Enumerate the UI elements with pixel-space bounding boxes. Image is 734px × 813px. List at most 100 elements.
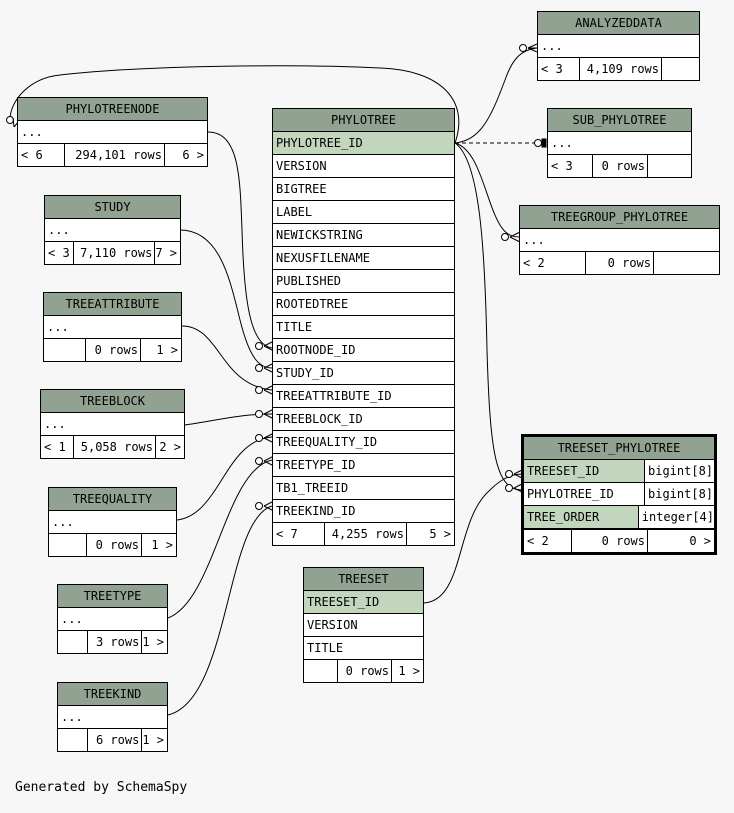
column[interactable]: TREEQUALITY_ID <box>273 431 454 454</box>
row-count: 0 rows <box>86 339 141 361</box>
table-footer: 0 rows 1 > <box>44 339 181 361</box>
children-link[interactable]: 0 > <box>689 534 711 548</box>
parents-link[interactable]: < 1 <box>41 436 74 458</box>
table-title[interactable]: TREESET <box>304 568 423 591</box>
children-link[interactable]: 1 > <box>142 635 164 649</box>
edge-study <box>179 229 273 369</box>
parents-link[interactable] <box>58 631 88 653</box>
edge-treeattribute <box>181 325 273 391</box>
table-title[interactable]: TREEKIND <box>58 683 167 706</box>
parents-link[interactable]: < 2 <box>524 530 572 552</box>
table-title[interactable]: PHYLOTREE <box>273 109 454 132</box>
row-count: 0 rows <box>593 155 648 177</box>
column[interactable]: NEWICKSTRING <box>273 224 454 247</box>
table-phylotreenode[interactable]: PHYLOTREENODE ... < 6 294,101 rows 6 > <box>17 97 208 167</box>
column[interactable]: BIGTREE <box>273 178 454 201</box>
column-placeholder: ... <box>58 608 167 631</box>
column-placeholder: ... <box>45 219 180 242</box>
parents-link[interactable] <box>49 534 87 556</box>
column[interactable]: TITLE <box>304 637 423 660</box>
parents-link[interactable] <box>58 729 88 751</box>
column-placeholder: ... <box>538 35 699 58</box>
column[interactable]: TREEKIND_ID <box>273 500 454 523</box>
table-title[interactable]: TREEQUALITY <box>49 488 176 511</box>
edge-treegroup-phylotree <box>454 142 521 238</box>
table-footer: 6 rows 1 > <box>58 729 167 751</box>
table-footer: < 3 4,109 rows <box>538 58 699 80</box>
children-link[interactable]: 1 > <box>398 664 420 678</box>
edge-treetype <box>167 459 273 619</box>
column[interactable]: LABEL <box>273 201 454 224</box>
table-title[interactable]: SUB_PHYLOTREE <box>548 109 691 132</box>
parents-link[interactable] <box>304 660 338 682</box>
column-placeholder: ... <box>520 229 719 252</box>
table-title[interactable]: TREESET_PHYLOTREE <box>524 437 714 460</box>
children-link[interactable] <box>662 58 699 80</box>
column[interactable]: VERSION <box>304 614 423 637</box>
column[interactable]: ROOTEDTREE <box>273 293 454 316</box>
table-title[interactable]: ANALYZEDDATA <box>538 12 699 35</box>
table-study[interactable]: STUDY ... < 3 7,110 rows 7 > <box>44 195 181 265</box>
column-type: bigint[8] <box>648 464 714 478</box>
column-pk[interactable]: TREESET_ID <box>304 591 423 614</box>
children-link[interactable]: 1 > <box>142 733 164 747</box>
table-treegroup-phylotree[interactable]: TREEGROUP_PHYLOTREE ... < 2 0 rows <box>519 205 720 275</box>
table-title[interactable]: TREETYPE <box>58 585 167 608</box>
children-link[interactable]: 1 > <box>151 538 173 552</box>
table-footer: < 7 4,255 rows 5 > <box>273 523 454 545</box>
column[interactable]: ROOTNODE_ID <box>273 339 454 362</box>
column-pk-fk[interactable]: TREESET_ID bigint[8] <box>524 460 714 483</box>
table-title[interactable]: STUDY <box>45 196 180 219</box>
children-link[interactable]: 7 > <box>155 246 177 260</box>
column[interactable]: TREETYPE_ID <box>273 454 454 477</box>
children-link[interactable]: 1 > <box>156 343 178 357</box>
table-treeset-phylotree[interactable]: TREESET_PHYLOTREE TREESET_ID bigint[8] P… <box>521 434 717 555</box>
table-treetype[interactable]: TREETYPE ... 3 rows 1 > <box>57 584 168 654</box>
table-title[interactable]: PHYLOTREENODE <box>18 98 207 121</box>
column-type: integer[4] <box>641 510 714 524</box>
parents-link[interactable]: < 3 <box>548 155 593 177</box>
parents-link[interactable]: < 3 <box>538 58 580 80</box>
column[interactable]: TITLE <box>273 316 454 339</box>
row-count: 0 rows <box>87 534 142 556</box>
table-analyzeddata[interactable]: ANALYZEDDATA ... < 3 4,109 rows <box>537 11 700 81</box>
children-link[interactable] <box>654 252 719 274</box>
parents-link[interactable] <box>44 339 86 361</box>
table-treekind[interactable]: TREEKIND ... 6 rows 1 > <box>57 682 168 752</box>
parents-link[interactable]: < 3 <box>45 242 74 264</box>
column[interactable]: VERSION <box>273 155 454 178</box>
column-fk[interactable]: PHYLOTREE_ID bigint[8] <box>524 483 714 506</box>
row-count: 6 rows <box>88 729 143 751</box>
row-count: 4,255 rows <box>325 523 407 545</box>
table-treequality[interactable]: TREEQUALITY ... 0 rows 1 > <box>48 487 177 557</box>
table-treeset[interactable]: TREESET TREESET_ID VERSION TITLE 0 rows … <box>303 567 424 683</box>
table-title[interactable]: TREEGROUP_PHYLOTREE <box>520 206 719 229</box>
table-phylotree[interactable]: PHYLOTREE PHYLOTREE_ID VERSION BIGTREE L… <box>272 108 455 546</box>
edge-treekind <box>167 505 273 716</box>
column-placeholder: ... <box>58 706 167 729</box>
column-placeholder: ... <box>18 121 207 144</box>
column[interactable]: NEXUSFILENAME <box>273 247 454 270</box>
parents-link[interactable]: < 6 <box>18 144 65 166</box>
table-treeblock[interactable]: TREEBLOCK ... < 1 5,058 rows 2 > <box>40 389 185 459</box>
column-pk[interactable]: TREE_ORDER integer[4] <box>524 506 714 529</box>
table-footer: 0 rows 1 > <box>49 534 176 556</box>
column[interactable]: TB1_TREEID <box>273 477 454 500</box>
table-treeattribute[interactable]: TREEATTRIBUTE ... 0 rows 1 > <box>43 292 182 362</box>
children-link[interactable] <box>648 155 691 177</box>
parents-link[interactable]: < 2 <box>520 252 586 274</box>
table-title[interactable]: TREEBLOCK <box>41 390 184 413</box>
parents-link[interactable]: < 7 <box>273 523 325 545</box>
table-sub-phylotree[interactable]: SUB_PHYLOTREE ... < 3 0 rows <box>547 108 692 178</box>
column[interactable]: TREEATTRIBUTE_ID <box>273 385 454 408</box>
column-pk[interactable]: PHYLOTREE_ID <box>273 132 454 155</box>
children-link[interactable]: 5 > <box>429 527 451 541</box>
column[interactable]: STUDY_ID <box>273 362 454 385</box>
row-count: 0 rows <box>572 530 648 552</box>
children-link[interactable]: 6 > <box>182 148 204 162</box>
column[interactable]: TREEBLOCK_ID <box>273 408 454 431</box>
table-footer: < 2 0 rows 0 > <box>524 529 714 552</box>
table-title[interactable]: TREEATTRIBUTE <box>44 293 181 316</box>
children-link[interactable]: 2 > <box>159 440 181 454</box>
column[interactable]: PUBLISHED <box>273 270 454 293</box>
